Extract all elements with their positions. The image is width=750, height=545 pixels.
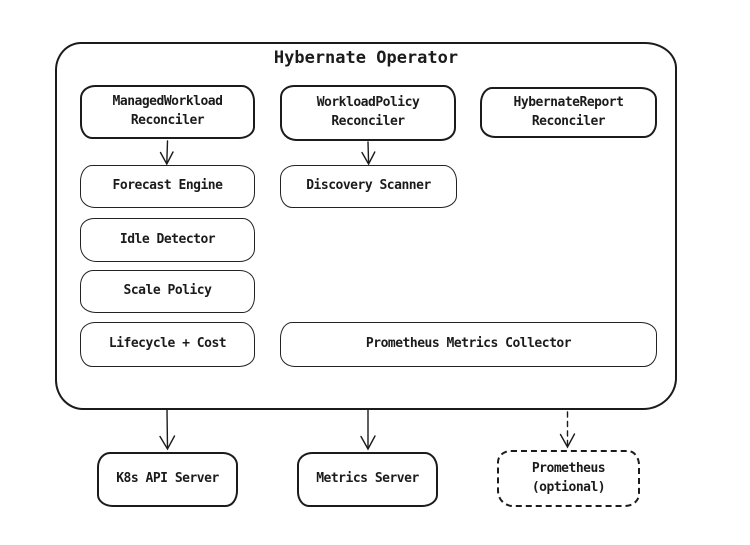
k8s-api-server-box: K8s API Server bbox=[97, 452, 238, 507]
lifecycle-cost-box: Lifecycle + Cost bbox=[80, 322, 255, 367]
forecast-engine-box: Forecast Engine bbox=[80, 165, 255, 208]
idle-detector-box: Idle Detector bbox=[80, 218, 255, 262]
diagram-title: Hybernate Operator bbox=[273, 48, 459, 68]
arrow-operator-to-prometheus bbox=[559, 411, 576, 449]
managed-workload-reconciler-box: ManagedWorkload Reconciler bbox=[80, 85, 255, 139]
scale-policy-box: Scale Policy bbox=[80, 270, 255, 313]
prometheus-optional-box: Prometheus (optional) bbox=[497, 450, 640, 507]
arrow-operator-to-k8s bbox=[159, 409, 176, 451]
hybernate-report-reconciler-box: HybernateReport Reconciler bbox=[480, 87, 657, 138]
workload-policy-reconciler-box: WorkloadPolicy Reconciler bbox=[280, 85, 456, 141]
discovery-scanner-box: Discovery Scanner bbox=[280, 165, 457, 208]
arrow-operator-to-metrics bbox=[360, 409, 376, 451]
metrics-server-box: Metrics Server bbox=[297, 452, 438, 507]
prometheus-metrics-collector-box: Prometheus Metrics Collector bbox=[280, 322, 657, 367]
